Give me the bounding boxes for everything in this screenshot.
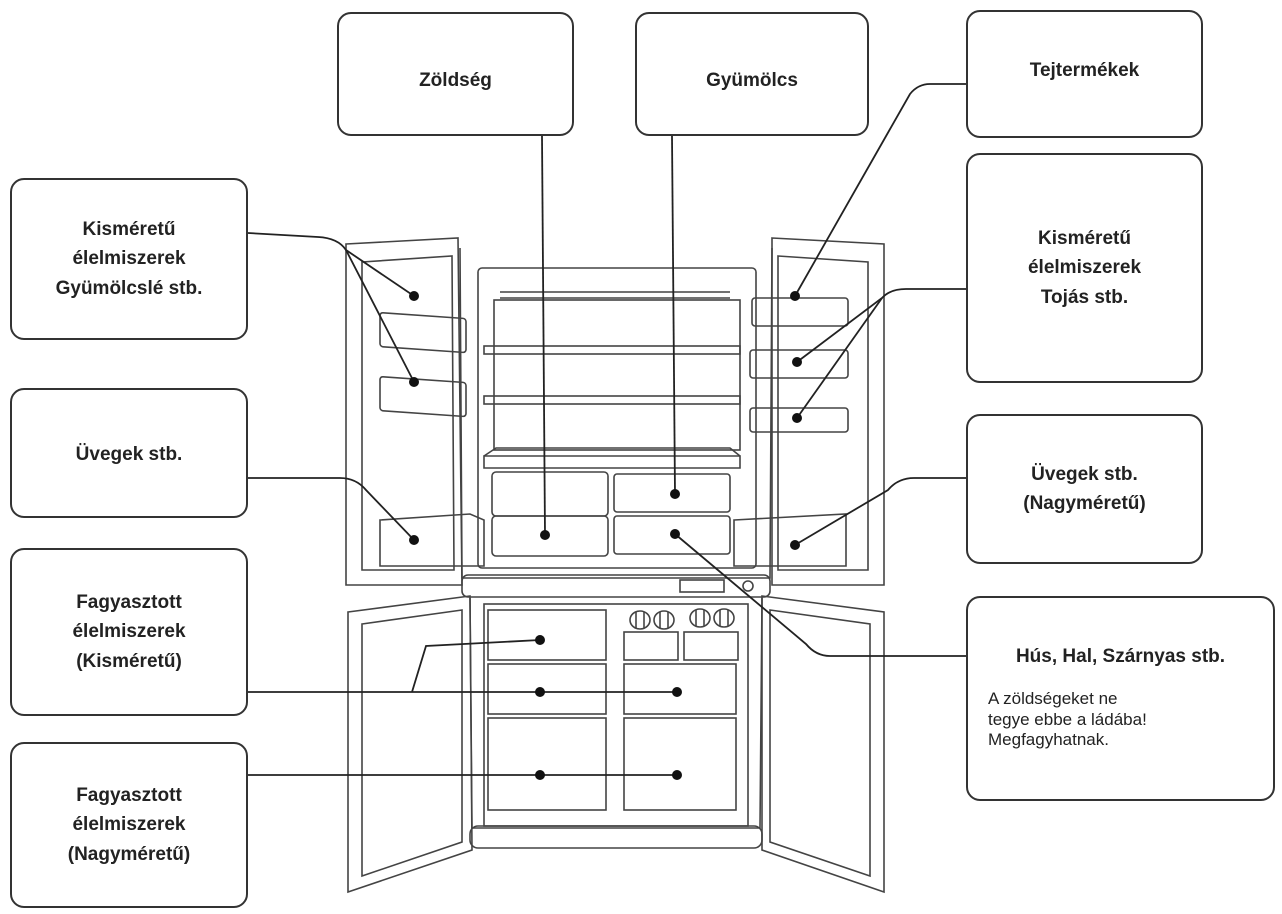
meat-drawer [613,515,731,555]
left-door-bin-1 [379,311,467,354]
meat-note-line-2: tegye ebbe a ládába! [988,709,1147,729]
bottles-right-line-2: (Nagyméretű) [1023,493,1146,514]
leader-frozen-small-top [411,639,541,693]
freezer-tray-left-2 [487,663,607,715]
small-left-line-1: Kisméretű [82,218,176,240]
fruit-drawer [613,473,731,513]
fruit-label: Gyümölcs [706,70,798,91]
ice-maker-bin-right [683,631,739,661]
freezer-cavity [483,603,749,827]
freezer-tray-left-1 [487,609,607,661]
right-door-bin-4 [733,513,847,567]
leader-small-left-top [247,232,415,297]
vegetables-label: Zöldség [419,70,492,91]
right-door-bin-1 [751,297,849,327]
small-right-line-1: Kisméretű [1038,227,1131,249]
bottles-left-label: Üvegek stb. [75,444,183,465]
small-right-line-2: élelmiszerek [1027,257,1142,279]
leader-dots [409,291,1122,780]
meat-label: Hús, Hal, Szárnyas stb. [1015,646,1226,667]
freezer-tray-left-3 [487,717,607,811]
right-door-bin-2 [749,349,849,379]
label-box-frozen-small: Fagyasztott élelmiszerek (Kisméretű) [10,548,248,716]
left-door-bin-3 [379,513,485,567]
leader-meat [674,533,967,657]
label-box-small-foods-left: Kisméretű élelmiszerek Gyümölcslé stb. [10,178,248,340]
label-box-bottles-right: Üvegek stb. (Nagyméretű) [966,414,1203,564]
leader-fruit [671,135,676,495]
frozen-small-line-2: élelmiszerek [72,621,186,643]
shelf-1 [483,345,741,355]
leader-small-right-2 [796,297,883,419]
control-display [679,579,725,593]
leader-small-right-1 [796,288,967,363]
left-freezer-door [347,595,473,894]
label-box-dairy: Tejtermékek [966,10,1203,138]
label-box-fruit: Gyümölcs [635,12,869,136]
leader-bottles-right [794,477,967,546]
leader-vegetables [541,135,546,536]
label-box-vegetables: Zöldség [337,12,574,136]
fridge-body-outline [459,247,773,579]
ice-maker-molds [629,608,735,630]
meat-note-line-1: A zöldségeket ne [988,689,1118,709]
right-freezer-door [761,595,885,894]
frozen-small-line-1: Fagyasztott [76,591,182,613]
frozen-large-line-2: élelmiszerek [72,814,186,836]
right-door-bin-3 [749,407,849,433]
shelf-3 [483,455,741,469]
frozen-small-line-3: (Kisméretű) [76,650,182,672]
small-left-line-2: élelmiszerek [72,248,186,270]
label-box-small-foods-right: Kisméretű élelmiszerek Tojás stb. [966,153,1203,383]
shelf-2 [483,395,741,405]
left-door-bin-2 [379,375,467,418]
freezer-base [469,825,763,849]
leader-bottles-left [248,477,415,541]
leader-dairy [794,83,967,297]
freezer-tray-right-2 [623,663,737,715]
dairy-label: Tejtermékek [1029,60,1140,81]
right-fridge-door [771,237,885,586]
fridge-inner-cavity [477,267,757,569]
freezer-tray-right-3 [623,717,737,811]
vegetable-drawer-lower [491,515,609,557]
meat-note-line-3: Megfagyhatnak. [988,730,1109,750]
leader-lines [247,83,967,776]
ice-maker-bin-left [623,631,679,661]
meat-note: A zöldségeket ne tegye ebbe a ládába! Me… [968,671,1273,750]
small-left-line-3: Gyümölcslé stb. [55,277,203,299]
control-strip [461,574,771,598]
label-box-bottles-left: Üvegek stb. [10,388,248,518]
frozen-large-line-1: Fagyasztott [76,784,182,806]
small-right-line-3: Tojás stb. [1040,286,1129,308]
control-knob [742,580,754,592]
label-box-frozen-large: Fagyasztott élelmiszerek (Nagyméretű) [10,742,248,908]
frozen-large-line-3: (Nagyméretű) [67,843,191,865]
label-box-meat: Hús, Hal, Szárnyas stb. A zöldségeket ne… [966,596,1275,801]
fridge-back-panel [493,299,741,451]
vegetable-drawer-upper [491,471,609,517]
leader-small-left-bottom [345,249,415,383]
bottles-right-line-1: Üvegek stb. [1031,463,1138,485]
